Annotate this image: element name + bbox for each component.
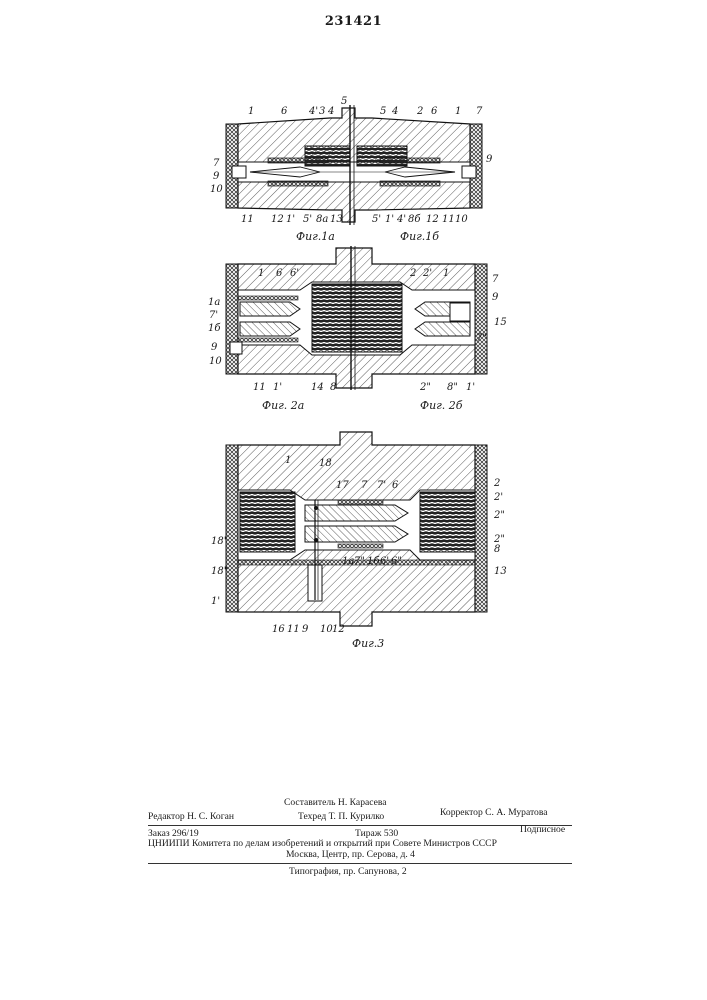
printer: Типография, пр. Сапунова, 2	[289, 866, 407, 877]
fig2-label: 1'	[273, 382, 282, 393]
fig1-label: 10	[210, 184, 223, 195]
subscription: Подписное	[520, 824, 565, 835]
divider	[148, 863, 572, 864]
fig3-label: 1б	[367, 556, 380, 567]
fig2-label: 11	[253, 382, 266, 393]
fig1-label: 9	[213, 171, 220, 182]
fig1-label: 3	[319, 106, 325, 117]
fig2-label: 1б	[208, 323, 221, 334]
institute: ЦНИИПИ Комитета по делам изобретений и о…	[148, 838, 572, 849]
fig1-label: 5'	[372, 214, 381, 225]
compiler: Составитель Н. Карасева	[284, 797, 387, 808]
fig3-label: 7'	[377, 480, 386, 491]
fig3-label: 16	[272, 624, 285, 635]
fig1-label: 5'	[303, 214, 312, 225]
fig1-label: 6	[431, 106, 438, 117]
fig3-label: 1	[285, 455, 291, 466]
fig2-label: 9	[492, 292, 499, 303]
fig3-label: 17	[336, 480, 349, 491]
fig3-label: 18'	[211, 536, 226, 547]
fig3-label: 7"	[354, 556, 365, 567]
fig1-label: 9	[486, 154, 493, 165]
techred: Техред Т. П. Курилко	[298, 811, 384, 822]
fig3-label: 2	[493, 478, 500, 489]
fig3-label: 9	[302, 624, 309, 635]
editor: Редактор Н. С. Коган	[148, 811, 234, 822]
fig2-label: 8	[330, 382, 336, 393]
fig3-label: 18"	[211, 566, 228, 577]
fig1-label: 7	[213, 158, 220, 169]
fig1-label: 4'	[396, 214, 406, 225]
fig1-label: 1'	[286, 214, 295, 225]
fig1-label: 11	[442, 214, 455, 225]
fig1-label: 4	[391, 106, 398, 117]
fig1-label: 4	[327, 106, 334, 117]
fig1-label: 11	[241, 214, 254, 225]
fig2b-caption: Фиг. 2б	[420, 399, 463, 412]
fig2-label: 1	[443, 268, 449, 279]
fig2-label: 7'	[209, 310, 218, 321]
fig2-label: 2	[409, 268, 416, 279]
fig3-label: 12	[332, 624, 345, 635]
fig1-label: 2	[416, 106, 423, 117]
divider	[148, 825, 572, 826]
fig1-label: 5	[380, 106, 386, 117]
fig3-label: 1'	[211, 596, 220, 607]
fig2-label: 6'	[290, 268, 299, 279]
fig1-label: 1	[248, 106, 254, 117]
fig1-label: 6	[281, 106, 288, 117]
fig3-label: 1а	[342, 556, 354, 567]
fig2a-caption: Фиг. 2а	[262, 399, 304, 412]
fig3-caption: Фиг.3	[352, 637, 384, 650]
fig2-label: 1	[258, 268, 264, 279]
fig2-label: 15	[494, 317, 507, 328]
fig1b-caption: Фиг.1б	[400, 230, 439, 243]
fig1-label: 1	[455, 106, 461, 117]
fig3-label: 6"	[391, 556, 402, 567]
fig3-label: 6	[392, 480, 399, 491]
fig1-label: 8а	[316, 214, 328, 225]
fig3-label: 6'	[380, 556, 389, 567]
fig1-label: 4'	[308, 106, 318, 117]
fig2-label: 8"	[447, 382, 458, 393]
fig2-label: 2"	[419, 382, 431, 393]
fig3-label: 18	[319, 458, 332, 469]
fig2-label: 9	[211, 342, 218, 353]
figure-1	[226, 105, 482, 225]
fig2-label: 1'	[466, 382, 475, 393]
fig3-label: 7	[361, 480, 368, 491]
fig2-label: 10	[209, 356, 222, 367]
fig1-label: 5	[341, 96, 347, 107]
fig1a-caption: Фиг.1а	[296, 230, 335, 243]
fig3-label: 8	[494, 544, 500, 555]
fig1-label: 7	[476, 106, 483, 117]
proofreader: Корректор С. А. Муратова	[440, 807, 548, 818]
address: Москва, Центр, пр. Серова, д. 4	[286, 849, 415, 860]
fig1-label: 12	[426, 214, 439, 225]
fig2-label: 2'	[422, 268, 432, 279]
fig3-label: 2'	[493, 492, 503, 503]
fig3-label: 2"	[493, 510, 505, 521]
fig2-label: 7"	[476, 333, 487, 344]
fig2-label: 1а	[208, 297, 220, 308]
fig2-label: 14	[311, 382, 324, 393]
fig1-label: 8б	[408, 214, 421, 225]
fig1-label: 1'	[385, 214, 394, 225]
fig1-label: 13	[330, 214, 343, 225]
fig3-label: 13	[494, 566, 507, 577]
figure-3	[226, 432, 487, 626]
fig2-label: 6	[276, 268, 283, 279]
fig1-label: 10	[455, 214, 468, 225]
fig1-label: 12	[271, 214, 284, 225]
fig2-label: 7	[492, 274, 499, 285]
fig3-label: 11	[287, 624, 300, 635]
